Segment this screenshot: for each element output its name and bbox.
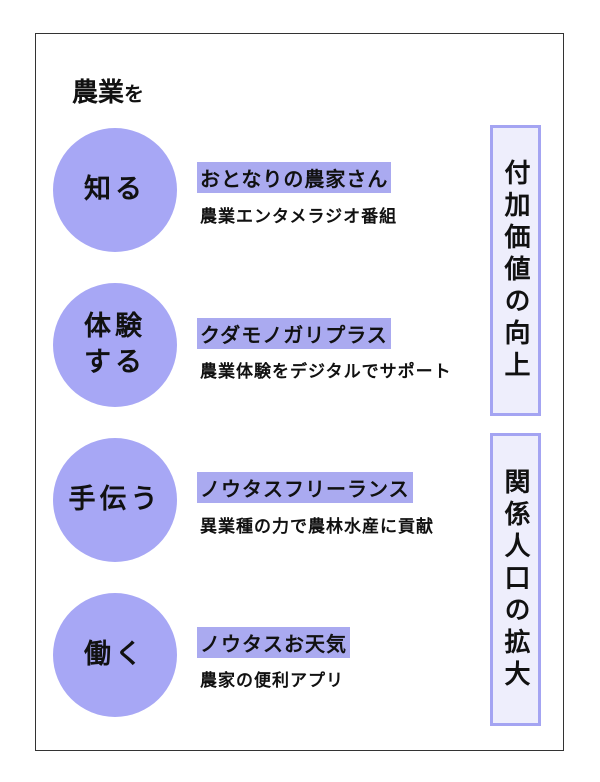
- service-name: ノウタスお天気: [197, 627, 350, 658]
- circle-help: 手伝う: [53, 438, 177, 562]
- value-add-box: 付加価値の向上: [490, 125, 541, 416]
- title-particle: を: [124, 82, 145, 106]
- circle-label: 体験: [84, 310, 146, 342]
- circle-work: 働く: [53, 593, 177, 717]
- circle-experience: 体験する: [53, 283, 177, 407]
- circle-label: する: [84, 347, 146, 378]
- circle-label: 手伝う: [68, 483, 162, 515]
- service-name: ノウタスフリーランス: [197, 472, 413, 503]
- box-label: 付加価値の向上: [500, 158, 530, 383]
- box-label: 関係人口の拡大: [500, 467, 530, 692]
- service-desc: 農家の便利アプリ: [200, 671, 344, 691]
- service-name: クダモノガリプラス: [197, 318, 391, 349]
- service-desc: 農業体験をデジタルでサポート: [200, 362, 452, 382]
- service-name: おとなりの農家さん: [197, 162, 392, 193]
- circle-know: 知る: [53, 128, 177, 252]
- title-main: 農業: [72, 78, 125, 108]
- circle-label: 知る: [84, 173, 146, 205]
- circle-label: 働く: [84, 638, 146, 670]
- relationship-box: 関係人口の拡大: [490, 433, 541, 726]
- service-desc: 異業種の力で農林水産に貢献: [200, 517, 434, 537]
- service-desc: 農業エンタメラジオ番組: [200, 207, 398, 227]
- diagram-frame: [35, 33, 564, 751]
- diagram-title: 農業を: [72, 72, 144, 109]
